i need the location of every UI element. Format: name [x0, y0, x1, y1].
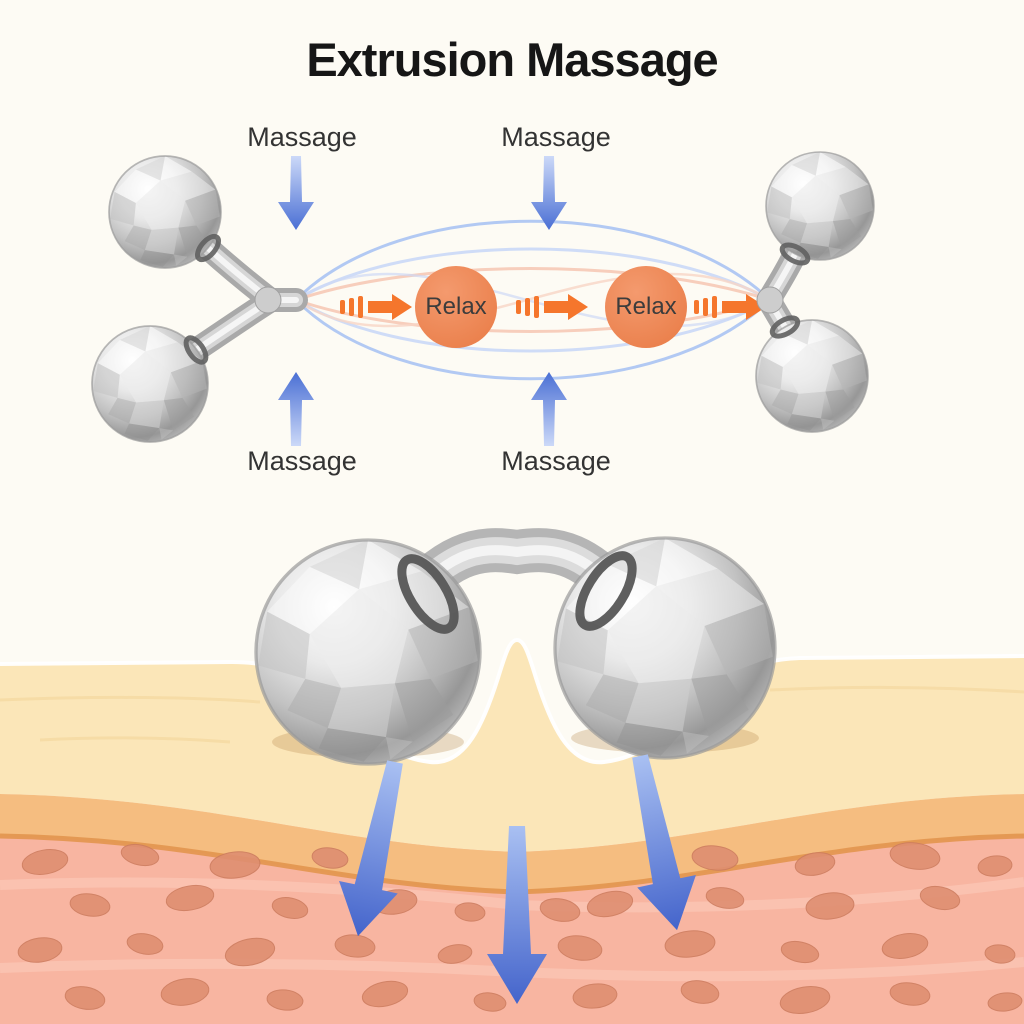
arrow-up-icon [278, 372, 314, 446]
left-roller-graphic [91, 155, 308, 443]
arrow-down-icon [531, 156, 567, 230]
massage-label-top-left: Massage [247, 122, 357, 152]
massage-label-bottom-right: Massage [501, 446, 611, 476]
bottom-roller-graphic [254, 528, 777, 766]
massage-label-bottom-left: Massage [247, 446, 357, 476]
page-title: Extrusion Massage [306, 33, 718, 86]
relax-badge: Relax [605, 266, 687, 348]
flow-waves [294, 219, 772, 381]
skin-cells [17, 842, 1023, 1015]
massage-label-top-right: Massage [501, 122, 611, 152]
flow-arrow-right-icon [516, 294, 588, 320]
relax-badge: Relax [415, 266, 497, 348]
right-roller-graphic [755, 151, 875, 433]
arrow-down-icon [278, 156, 314, 230]
arrow-up-icon [531, 372, 567, 446]
